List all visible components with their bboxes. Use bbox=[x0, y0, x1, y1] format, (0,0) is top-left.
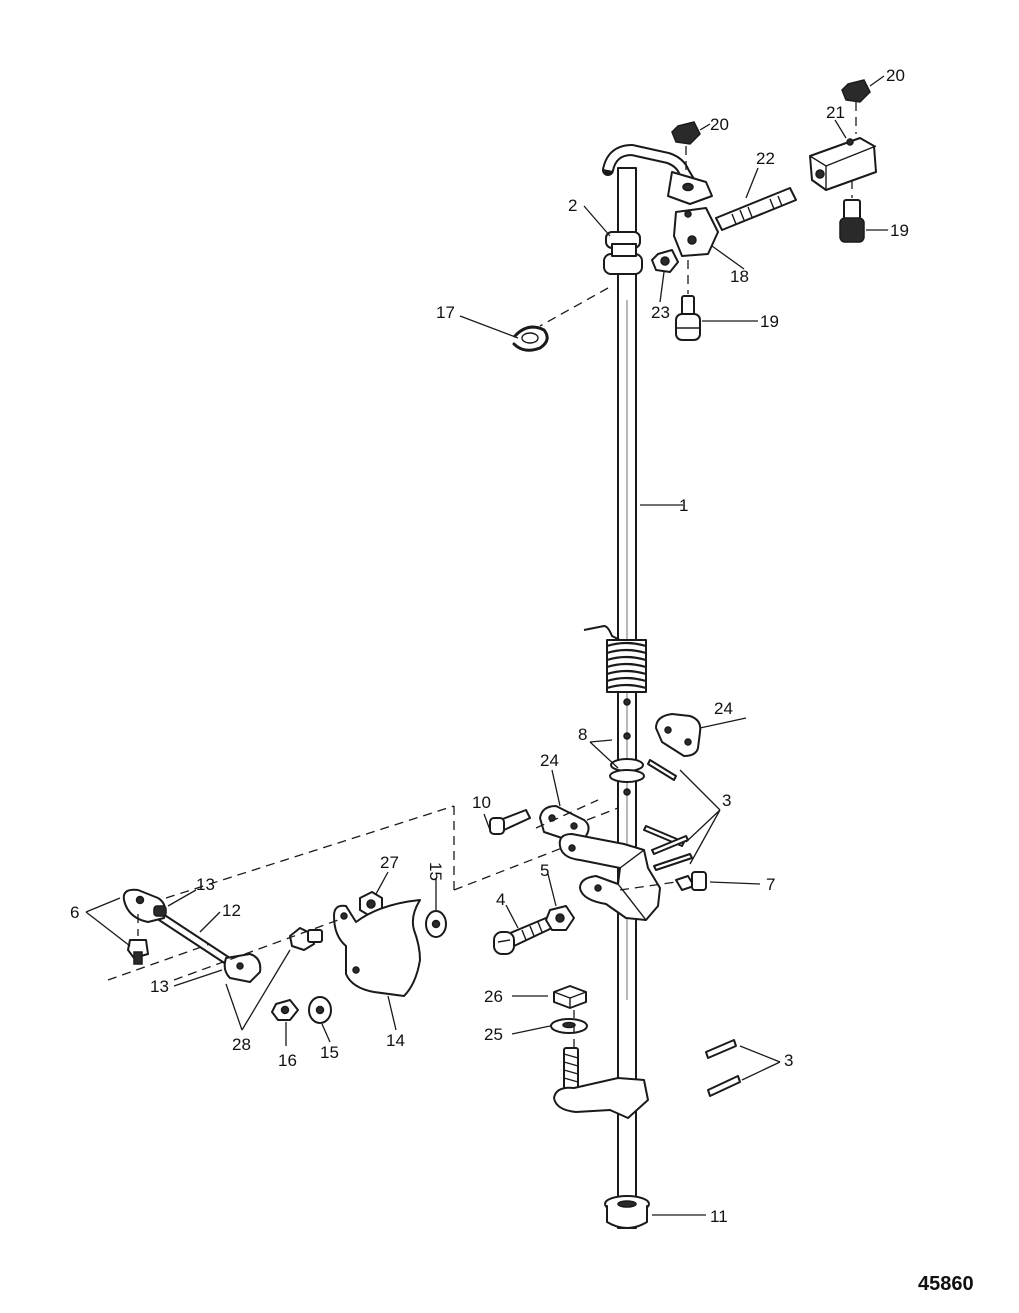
link-24-right bbox=[655, 713, 702, 757]
nut-26 bbox=[553, 985, 587, 1009]
lever-arm-assembly bbox=[558, 833, 661, 921]
callout-21: 21 bbox=[826, 103, 845, 122]
link-block-21 bbox=[809, 137, 877, 191]
nut-20-top bbox=[841, 79, 871, 134]
washer-15-lower bbox=[308, 996, 332, 1024]
link-rod-12 bbox=[155, 911, 237, 969]
callout-6: 6 bbox=[70, 903, 79, 922]
ball-stud-28 bbox=[289, 927, 323, 951]
screw-10 bbox=[489, 809, 531, 835]
callout-11: 11 bbox=[710, 1207, 728, 1226]
callout-15-lower: 15 bbox=[320, 1043, 339, 1062]
callout-3-lower: 3 bbox=[784, 1051, 793, 1070]
shaft-collar bbox=[603, 231, 643, 275]
screw-19-right bbox=[839, 180, 865, 243]
callout-18: 18 bbox=[730, 267, 749, 286]
torsion-spring bbox=[583, 624, 647, 693]
pins-3-upper bbox=[643, 759, 693, 871]
callout-17: 17 bbox=[436, 303, 455, 322]
callout-19-right: 19 bbox=[890, 221, 909, 240]
callout-27: 27 bbox=[380, 853, 399, 872]
shaft-top-bracket bbox=[667, 171, 713, 205]
callout-16: 16 bbox=[278, 1051, 297, 1070]
shaft-washers bbox=[609, 758, 645, 783]
callout-24-right: 24 bbox=[714, 699, 733, 718]
lower-arm bbox=[553, 1047, 649, 1119]
callout-3-upper: 3 bbox=[722, 791, 731, 810]
callout-15-upper: 15 bbox=[426, 862, 445, 881]
washer-15-upper bbox=[425, 910, 447, 938]
callout-numbers: 1 2 17 22 20 20 21 18 23 19 19 24 3 8 24… bbox=[70, 66, 909, 1226]
callout-24-left: 24 bbox=[540, 751, 559, 770]
threaded-rod bbox=[715, 187, 797, 231]
lower-shaft-marks bbox=[623, 698, 631, 796]
callout-22: 22 bbox=[756, 149, 775, 168]
callout-8: 8 bbox=[578, 725, 587, 744]
callout-13-upper: 13 bbox=[196, 875, 215, 894]
screw-19-left bbox=[675, 260, 701, 341]
callout-26: 26 bbox=[484, 987, 503, 1006]
nut-20-left bbox=[671, 121, 701, 170]
callout-20-top: 20 bbox=[886, 66, 905, 85]
callout-20-left: 20 bbox=[710, 115, 729, 134]
callout-25: 25 bbox=[484, 1025, 503, 1044]
callout-5: 5 bbox=[540, 861, 549, 880]
callout-1: 1 bbox=[679, 496, 688, 515]
callout-28: 28 bbox=[232, 1035, 251, 1054]
retaining-clip bbox=[512, 325, 549, 352]
figure-number: 45860 bbox=[918, 1273, 974, 1295]
ball-joint-13-upper bbox=[122, 888, 167, 923]
callout-13-lower: 13 bbox=[150, 977, 169, 996]
nut-23 bbox=[651, 249, 679, 273]
callout-12: 12 bbox=[222, 901, 241, 920]
screw-4 bbox=[493, 917, 553, 955]
callout-2: 2 bbox=[568, 196, 577, 215]
callout-10: 10 bbox=[472, 793, 491, 812]
leader-lines bbox=[85, 75, 888, 1216]
ball-stud-6 bbox=[127, 914, 149, 965]
pins-3-lower bbox=[705, 1039, 741, 1097]
callout-4: 4 bbox=[496, 890, 505, 909]
callout-7: 7 bbox=[766, 875, 775, 894]
nut-5 bbox=[545, 905, 575, 931]
callout-19-left: 19 bbox=[760, 312, 779, 331]
nut-16 bbox=[271, 999, 299, 1021]
washer-25 bbox=[550, 1018, 588, 1034]
callout-23: 23 bbox=[651, 303, 670, 322]
ball-joint-13-lower bbox=[223, 953, 262, 983]
bushing-11 bbox=[604, 1195, 650, 1229]
link-block-18 bbox=[673, 207, 719, 257]
cam-plate-14 bbox=[333, 899, 421, 997]
assembly-lines bbox=[107, 287, 677, 1048]
stud-7 bbox=[675, 871, 707, 891]
callout-14: 14 bbox=[386, 1031, 405, 1050]
